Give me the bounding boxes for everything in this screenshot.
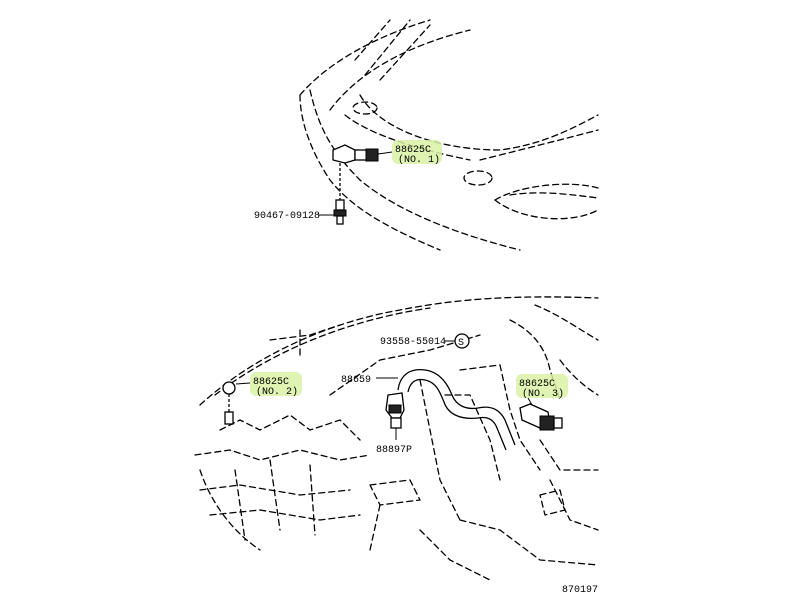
label-no1: (NO. 1) xyxy=(398,154,440,166)
hose-88659[interactable]: 88659 xyxy=(341,369,516,451)
sensor-no1[interactable]: 88625C (NO. 1) xyxy=(332,140,442,166)
label-88659: 88659 xyxy=(341,375,371,386)
label-88625c-no1: 88625C xyxy=(395,145,431,156)
valve-88897p[interactable]: 88897P xyxy=(376,392,412,456)
vehicle-front-outline xyxy=(299,19,599,251)
engine-bay-outline xyxy=(194,296,599,581)
screw-s-mark: S xyxy=(458,338,464,349)
diagram-number: 870197 xyxy=(562,585,598,596)
label-88625c-no3: 88625C xyxy=(519,379,555,390)
label-no3: (NO. 3) xyxy=(522,388,564,400)
label-88897p: 88897P xyxy=(376,445,412,456)
sensor-no3[interactable]: 88625C (NO. 3) xyxy=(516,374,568,431)
label-93558-55014: 93558-55014 xyxy=(380,337,446,348)
label-no2: (NO. 2) xyxy=(256,386,298,398)
label-90467-09128: 90467-09128 xyxy=(254,211,320,222)
screw-93558[interactable]: S 93558-55014 xyxy=(380,333,470,349)
bolt-90467[interactable]: 90467-09128 xyxy=(254,163,347,225)
sensor-no2[interactable]: 88625C (NO. 2) xyxy=(222,372,302,425)
label-88625c-no2: 88625C xyxy=(253,377,289,388)
